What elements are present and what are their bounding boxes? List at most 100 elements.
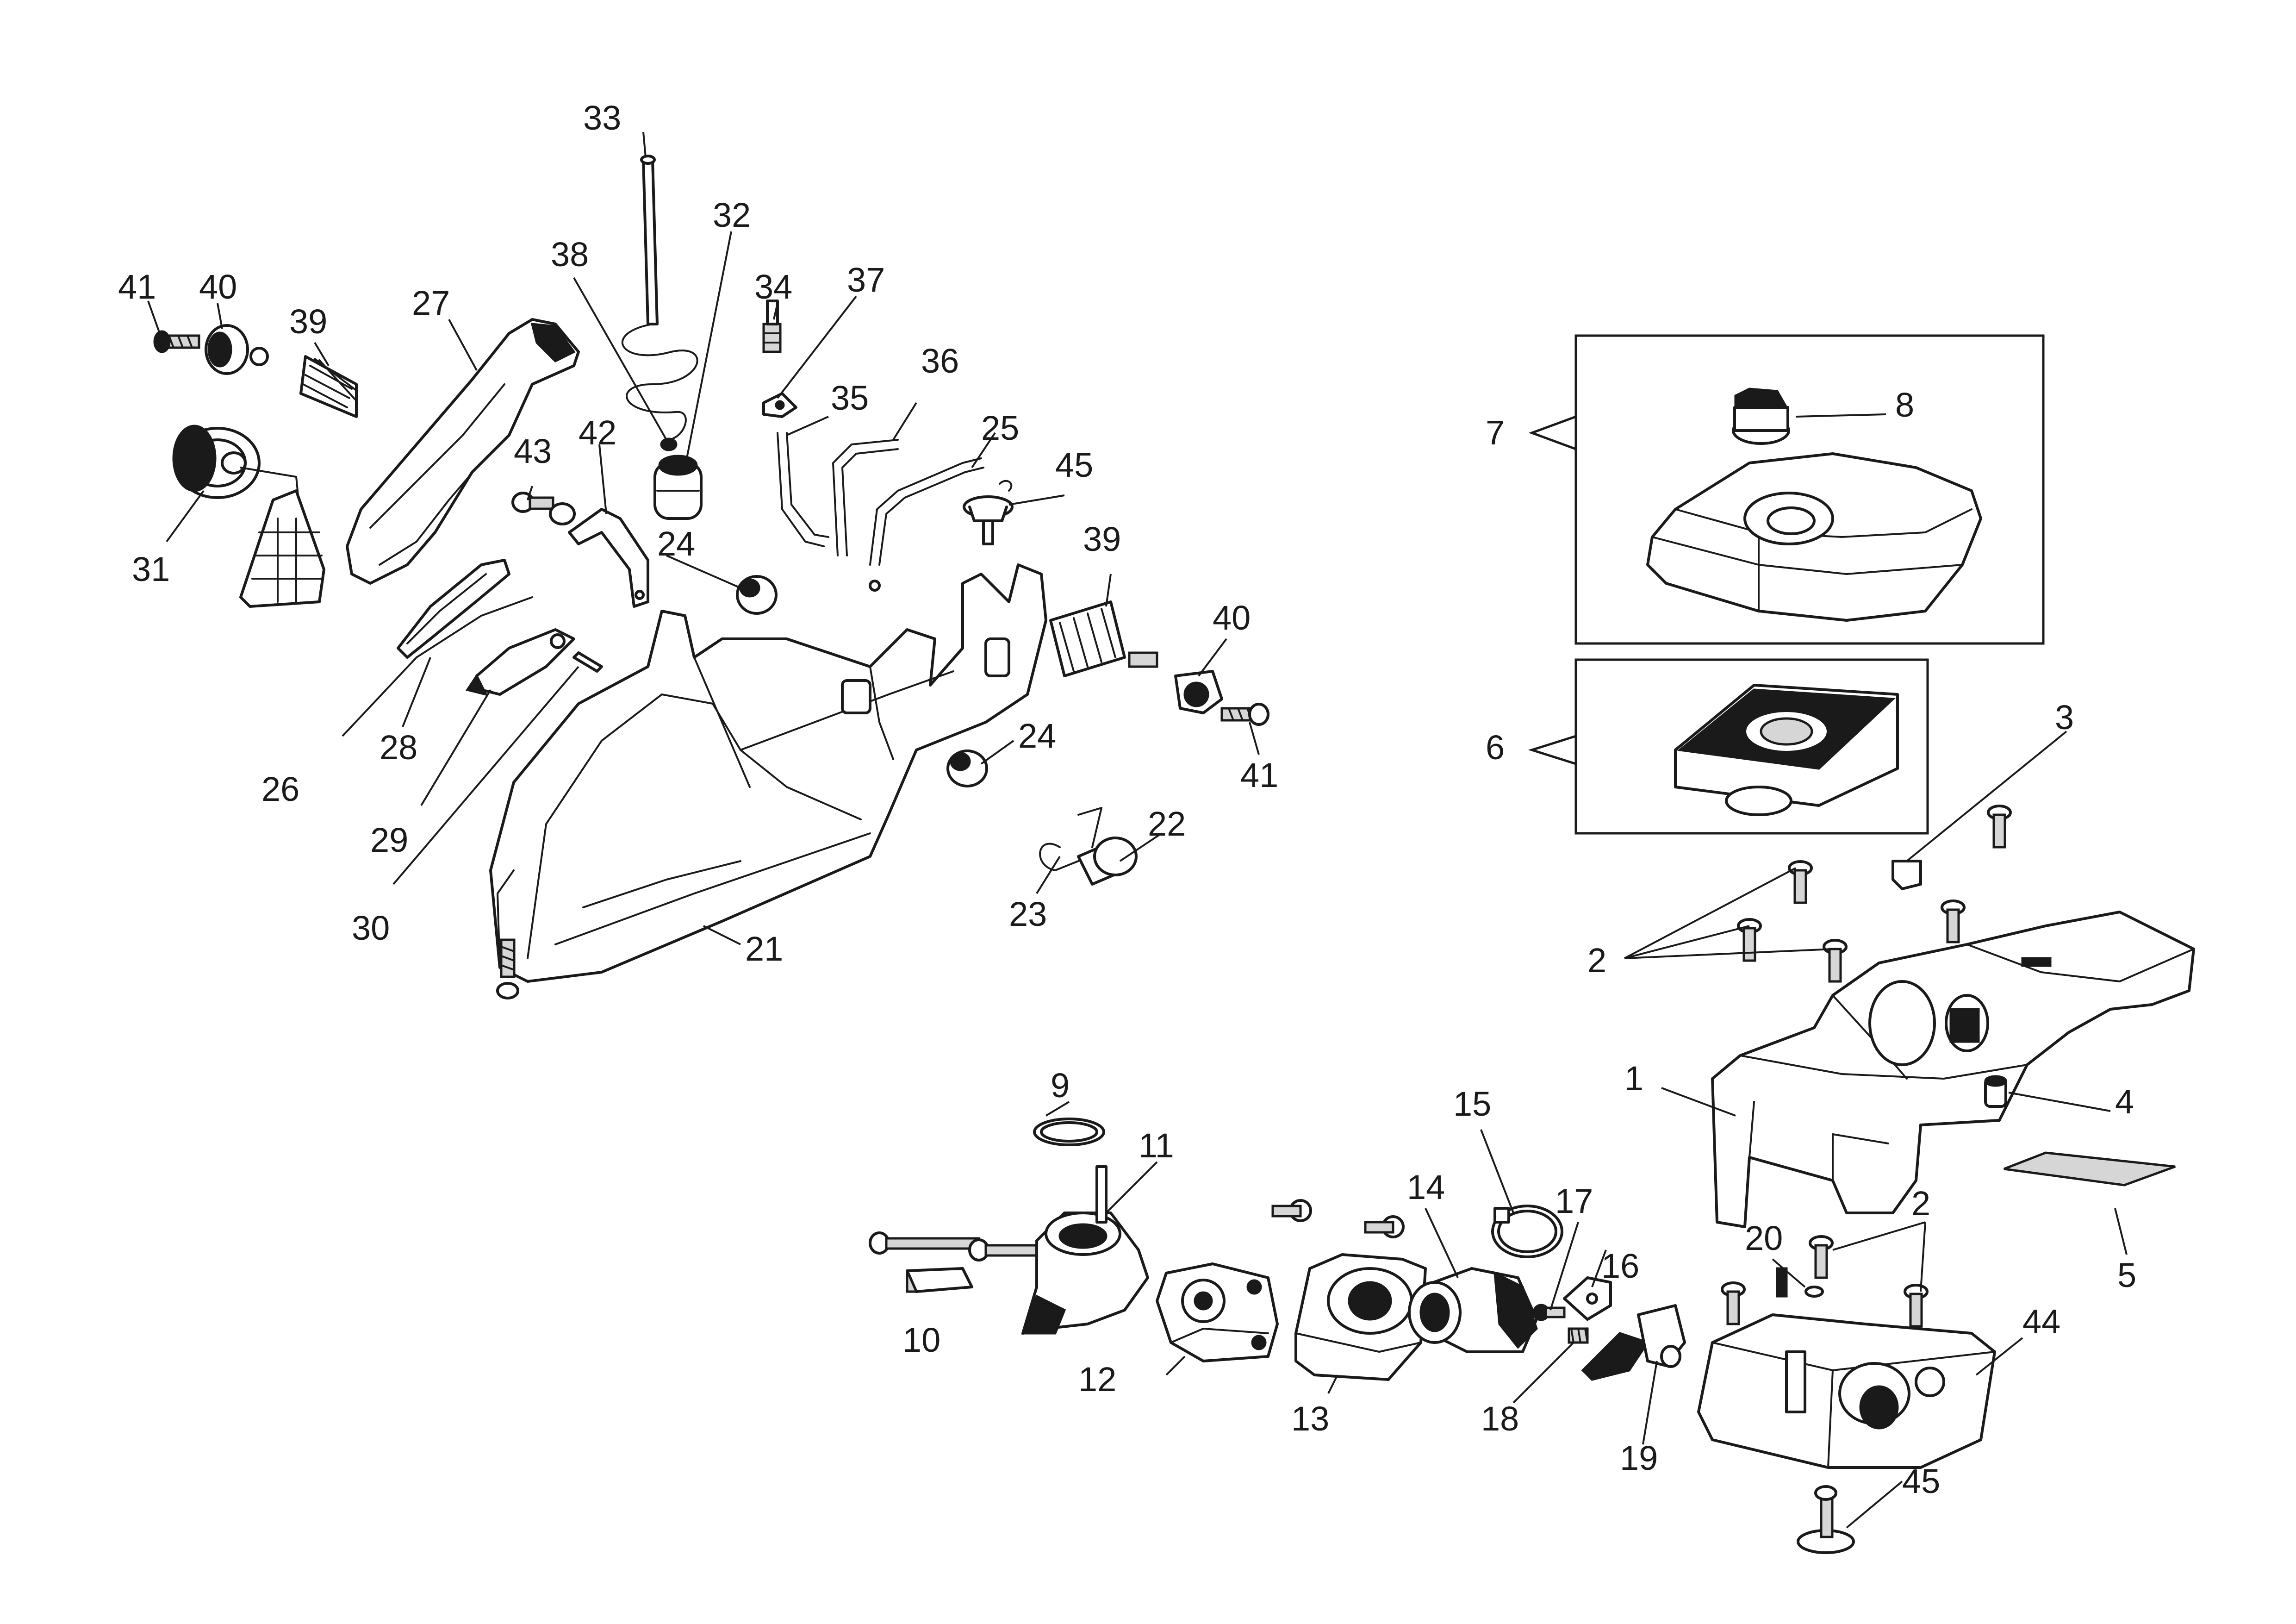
callout-42: 42 [579, 413, 616, 452]
callout-7: 7 [1486, 413, 1505, 452]
part-26-brake-lever [397, 559, 510, 659]
callout-12: 12 [1078, 1360, 1116, 1399]
part-9-o-ring [1033, 1118, 1105, 1146]
callout-15: 15 [1453, 1085, 1491, 1123]
part-40-buffer-left [205, 324, 269, 375]
callout-41-right: 41 [1240, 756, 1278, 794]
part-40-buffer-right [1174, 670, 1223, 714]
part-41-screw-right [1220, 703, 1269, 726]
callout-21: 21 [745, 930, 783, 968]
part-5-gasket-sheet [2004, 1151, 2176, 1187]
callout-6: 6 [1486, 728, 1505, 767]
part-28-spring-wire [416, 596, 533, 658]
callout-26: 26 [261, 770, 299, 808]
part-27-front-handle [346, 318, 580, 585]
frame-6 [1574, 658, 1929, 835]
callout-2-upper: 2 [1587, 941, 1606, 980]
part-2-screws-upper [1737, 805, 2012, 983]
screw-icon-long-left [869, 1231, 980, 1255]
callout-29: 29 [370, 821, 408, 859]
part-15-hose-clamp [1491, 1205, 1563, 1258]
screw-icon [1941, 899, 1966, 943]
part-39-spring-right [1049, 600, 1158, 677]
callout-14: 14 [1407, 1168, 1445, 1206]
callout-39-right: 39 [1083, 520, 1121, 558]
callout-8: 8 [1895, 386, 1914, 424]
callout-45-upper: 45 [1055, 446, 1093, 484]
callout-24-lower: 24 [1018, 717, 1056, 755]
part-16-bracket [1563, 1276, 1612, 1321]
callout-18: 18 [1481, 1399, 1519, 1438]
part-1-cylinder-shroud [1711, 911, 2195, 1228]
part-11-intake-manifold [1021, 1165, 1149, 1335]
callout-11: 11 [1139, 1126, 1174, 1165]
part-17-screw [1532, 1304, 1566, 1321]
callout-34: 34 [754, 268, 792, 306]
callout-39-left: 39 [289, 302, 327, 341]
callout-22: 22 [1148, 805, 1186, 843]
callout-33: 33 [583, 99, 621, 137]
callout-25: 25 [981, 409, 1019, 447]
callout-1: 1 [1624, 1059, 1643, 1098]
part-24-damper-lower [946, 750, 988, 787]
part-31-spike-bumper [172, 425, 325, 608]
callout-2-lower: 2 [1911, 1184, 1930, 1223]
part-43-screw [511, 492, 576, 525]
callout-10: 10 [902, 1321, 940, 1359]
screw-icon-carb-a [1271, 1199, 1312, 1222]
part-22-primer-bulb [1077, 807, 1138, 886]
part-12-carburetor [1156, 1262, 1279, 1362]
callout-24-upper: 24 [657, 525, 695, 563]
callout-5: 5 [2117, 1256, 2136, 1294]
callout-35: 35 [831, 379, 869, 417]
callout-45-lower: 45 [1902, 1462, 1940, 1500]
part-37-valve [762, 392, 797, 418]
callout-20: 20 [1745, 1219, 1783, 1257]
part-13-air-box [1294, 1253, 1427, 1381]
callout-31: 31 [132, 550, 170, 588]
callout-17: 17 [1555, 1182, 1593, 1220]
part-25-impulse-hose [869, 457, 1013, 592]
part-29-brake-bracket [465, 628, 575, 696]
bracket-6 [1528, 735, 1576, 765]
screw-icon [1987, 805, 2012, 849]
part-7-top-cover [1646, 452, 1982, 622]
callout-labels: 1 2 3 4 5 6 7 8 9 10 11 12 13 14 15 16 1… [118, 99, 2136, 1500]
part-35-fuel-hose [777, 432, 829, 547]
part-32-oil-filter [653, 455, 703, 520]
part-4-sleeve [1984, 1075, 2007, 1108]
callout-16: 16 [1601, 1247, 1639, 1285]
callout-13: 13 [1291, 1399, 1329, 1438]
screw-icon [1721, 1281, 1746, 1325]
part-41-screw-left [153, 330, 200, 353]
callout-19: 19 [1620, 1439, 1658, 1477]
part-45-foot-upper [963, 495, 1014, 545]
screw-icon [1823, 939, 1848, 983]
callout-36: 36 [921, 342, 959, 380]
callout-41-left: 41 [118, 268, 156, 306]
callout-3: 3 [2055, 698, 2074, 737]
screw-icon [1737, 918, 1762, 962]
callout-27: 27 [412, 284, 450, 322]
part-3-clip [1892, 860, 1922, 890]
part-6-air-filter [1674, 684, 1899, 816]
part-30-pin [572, 651, 603, 673]
part-34-fitting [762, 300, 782, 353]
part-39-spring-left [299, 355, 358, 418]
part-18-spring [1568, 1327, 1589, 1344]
part-10-block [906, 1267, 973, 1293]
callout-32: 32 [713, 196, 751, 234]
callout-40-right: 40 [1213, 599, 1251, 637]
callout-37: 37 [847, 261, 885, 299]
callout-43: 43 [514, 432, 552, 470]
callout-44: 44 [2022, 1302, 2060, 1341]
callout-28: 28 [380, 728, 417, 767]
part-14-adapter [1408, 1267, 1538, 1353]
part-38-clip [660, 437, 678, 451]
part-21-rear-handle-housing [489, 563, 1047, 983]
screw-icon [1809, 1235, 1834, 1279]
callout-40-left: 40 [199, 268, 237, 306]
bracket-7 [1528, 415, 1576, 450]
callout-38: 38 [551, 235, 589, 274]
